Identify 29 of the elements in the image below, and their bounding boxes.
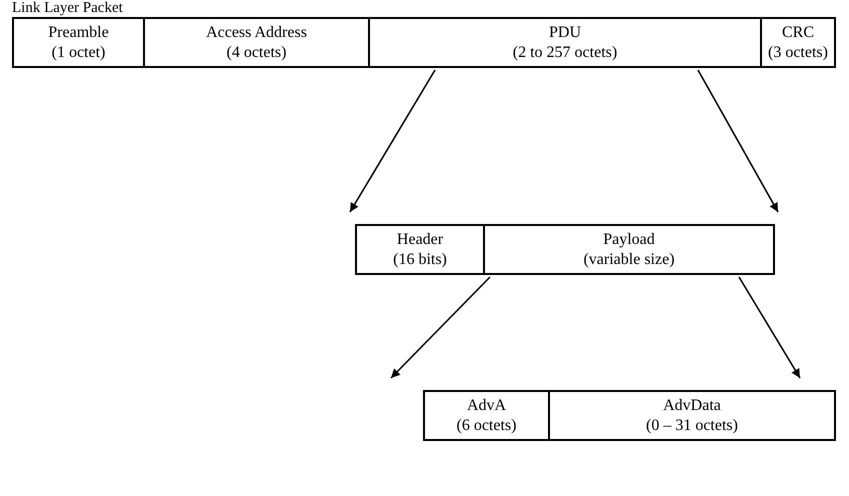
arrow — [349, 70, 436, 212]
field-name: CRC — [782, 22, 814, 42]
field-name: AdvA — [466, 396, 506, 416]
field-size: (variable size) — [583, 250, 675, 270]
packet-field-cell — [760, 17, 836, 68]
packet-field-cell — [483, 224, 775, 275]
field-name: AdvData — [663, 396, 721, 416]
diagram-title: Link Layer Packet — [12, 0, 123, 18]
field-size: (1 octet) — [52, 42, 106, 62]
field-size: (6 octets) — [456, 416, 516, 436]
field-name: Header — [396, 230, 444, 250]
packet-field-cell — [12, 17, 145, 68]
arrow — [697, 70, 779, 212]
field-size: (2 to 257 octets) — [512, 42, 618, 62]
packet-field-cell — [548, 390, 836, 441]
field-size: (4 octets) — [226, 42, 286, 62]
field-name: Access Address — [206, 22, 307, 42]
arrow — [738, 276, 801, 378]
field-name: PDU — [548, 22, 581, 42]
packet-field-cell — [423, 390, 550, 441]
packet-field-cell — [355, 224, 485, 275]
packet-field-cell — [368, 17, 762, 68]
field-size: (0 – 31 octets) — [646, 416, 738, 436]
field-size: (3 octets) — [768, 42, 828, 62]
field-size: (16 bits) — [393, 250, 447, 270]
field-name: Preamble — [48, 22, 109, 42]
packet-field-cell — [143, 17, 370, 68]
field-name: Payload — [603, 230, 655, 250]
arrow — [390, 276, 491, 379]
